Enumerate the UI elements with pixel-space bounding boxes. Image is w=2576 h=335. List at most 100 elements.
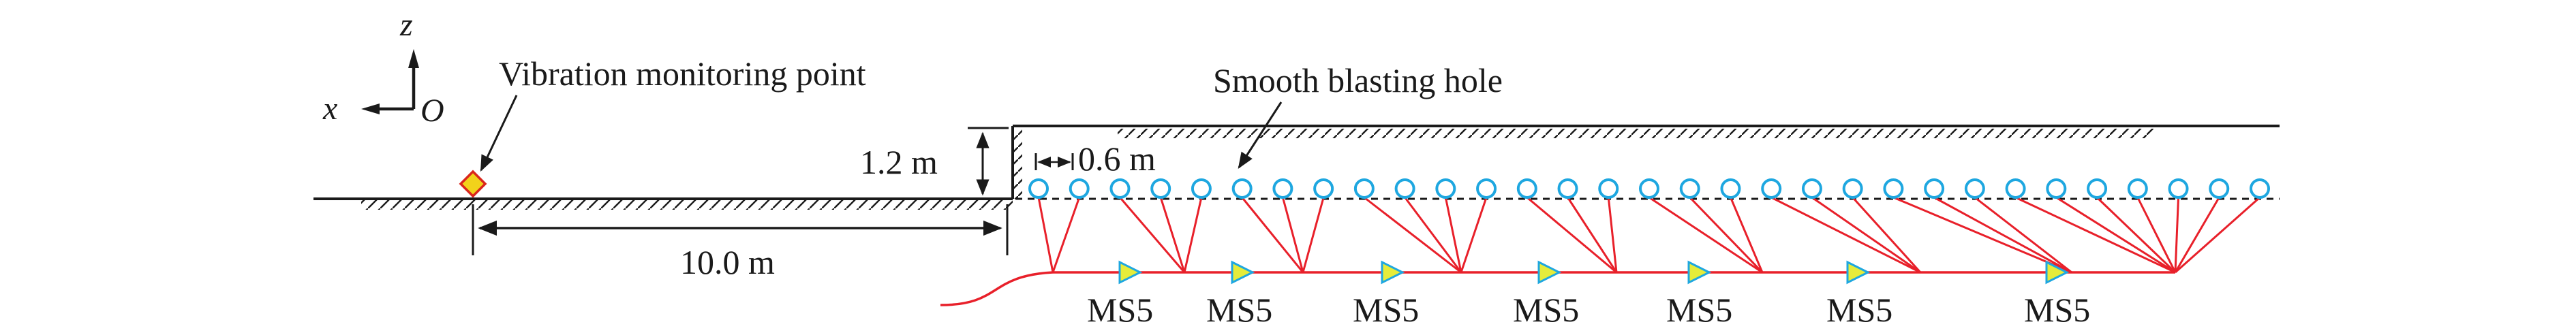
connection-line [1933,196,2072,274]
blast-hole [1964,178,1985,199]
monitoring-leader-line [480,95,518,172]
blast-hole [1924,178,1945,199]
blast-hole [1598,178,1619,199]
connection-line [1649,196,1763,274]
blast-hole [1557,178,1578,199]
smooth-hole-callout: Smooth blasting hole [1213,61,1503,170]
connection-line [1302,197,1325,273]
connection-line [1444,197,1462,273]
connection-line [1404,197,1462,273]
smooth-hole-leader-line [1238,101,1283,170]
connection-line [2096,196,2177,274]
lead-in-line [940,271,1054,306]
blast-hole [1639,178,1659,199]
left-ground-hatch [361,200,1013,210]
blast-hole [2209,178,2230,199]
connection-line [1892,196,2072,274]
connection-line [1241,197,1304,273]
z-axis-label: z [399,7,413,43]
connection-line [1183,197,1203,273]
blast-hole [1435,178,1456,199]
height-dimension: 1.2 m [860,127,1009,196]
connection-line [1811,196,1921,274]
connection-line [1460,197,1488,273]
blast-hole [1231,178,1253,199]
connection-line [2055,196,2176,274]
delay-label: MS5 [2024,291,2090,329]
connection-line [1730,197,1764,273]
blast-hole [1761,178,1782,199]
delay-detonator-marker [2045,260,2070,285]
connection-line [2014,196,2176,274]
connection-line [1119,197,1186,273]
blast-hole [1028,178,1049,199]
blast-hole [1842,178,1863,199]
smooth-hole-label: Smooth blasting hole [1213,61,1503,99]
blast-hole [2087,178,2108,199]
origin-label: O [420,93,444,129]
connection-line [2174,197,2220,273]
connection-line [1363,196,1462,274]
blast-hole [1476,178,1497,199]
upper-ground-hatch [1118,129,2153,138]
delay-label: MS5 [1666,291,1732,329]
blast-hole [2046,178,2067,199]
blast-hole [1394,178,1415,199]
distance-dimension: 10.0 m [472,204,1009,281]
delay-detonator-marker [1537,260,1562,285]
connection-line [1974,196,2072,274]
distance-label: 10.0 m [680,243,775,281]
blast-hole [1313,178,1334,199]
delay-label: MS5 [1826,291,1892,329]
delay-label: MS5 [1087,291,1153,329]
blast-hole [1069,178,1090,199]
connection-line [2136,197,2177,273]
connection-line [1159,197,1186,273]
connection-line [1052,197,1081,273]
delay-detonator-marker [1118,260,1143,285]
coordinate-axes: z x O [322,7,444,129]
blast-hole [2005,178,2026,199]
delay-detonator-marker [1846,260,1871,285]
delay-label: MS5 [1206,291,1272,329]
spacing-dimension: 0.6 m [1034,140,1156,178]
connection-line [1607,197,1618,273]
connection-line [1689,196,1764,274]
blast-hole [1883,178,1904,199]
connection-line [1526,196,1617,274]
connection-line [1037,197,1054,273]
detonation-network [940,196,2260,306]
monitoring-point-marker [459,170,487,198]
vibration-monitoring-point: Vibration monitoring point [459,54,866,198]
blast-hole [1353,178,1375,199]
step-wall-hatch [1014,128,1022,199]
blast-hole [1720,178,1741,199]
blast-hole [1679,178,1700,199]
blast-hole [1801,178,1822,199]
monitoring-point-label: Vibration monitoring point [499,54,866,93]
blast-hole [1191,178,1212,199]
delay-detonator-marker [1381,260,1405,285]
delay-label: MS5 [1513,291,1579,329]
blast-hole [2250,178,2270,199]
connection-line [1567,197,1618,273]
blast-hole [2127,178,2148,199]
delay-detonator-marker [1231,260,1255,285]
blast-hole [1150,178,1171,199]
height-label: 1.2 m [860,143,938,181]
spacing-label: 0.6 m [1078,140,1156,178]
delay-detonator-marker [1687,260,1712,285]
blast-hole [1109,178,1131,199]
blast-holes [1028,178,2270,199]
blast-hole [1272,178,1293,199]
connection-line [1770,196,1921,274]
connection-line [1281,197,1304,273]
ground [313,125,2280,210]
blast-hole [2168,178,2189,199]
x-axis-label: x [322,91,337,127]
connection-line [2174,197,2180,273]
connection-line [1852,196,1922,274]
connection-line [2175,196,2260,274]
